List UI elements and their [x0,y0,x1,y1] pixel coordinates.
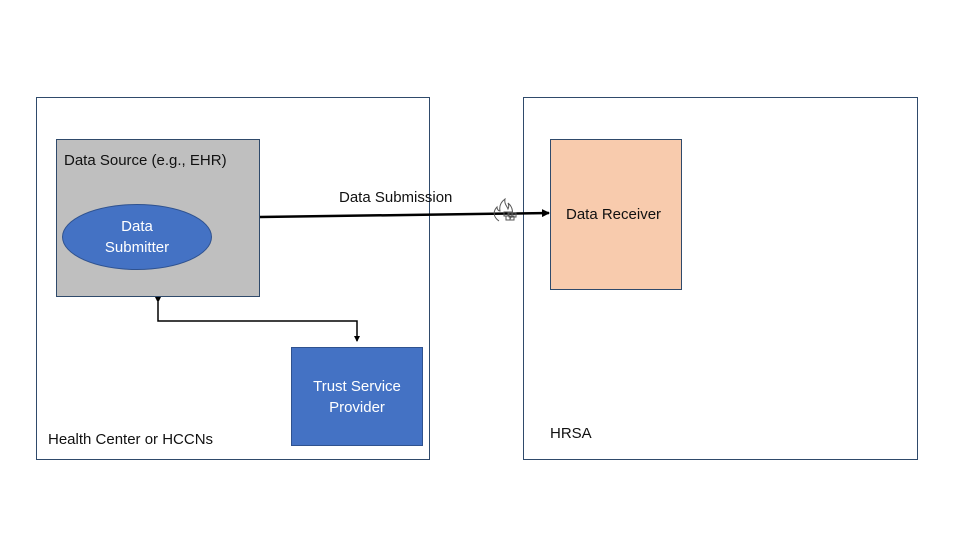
data-source-label: Data Source (e.g., EHR) [64,152,227,169]
data-submitter-node: Data Submitter [62,204,212,270]
data-submission-arrow [259,209,550,219]
trust-connector [155,297,360,342]
hrsa-label: HRSA [550,425,592,442]
health-center-label: Health Center or HCCNs [48,431,214,448]
trust-service-provider-line2: Provider [329,398,385,416]
data-submission-label: Data Submission [339,189,453,206]
firewall-icon [493,197,517,222]
trust-service-provider-line1: Trust Service [313,377,401,395]
data-receiver-label: Data Receiver [566,206,662,223]
data-receiver-box: Data Receiver [550,139,682,290]
data-submitter-line2: Submitter [104,239,170,256]
trust-service-provider-box: Trust Service Provider [291,347,423,446]
data-submitter-line1: Data [121,218,153,235]
